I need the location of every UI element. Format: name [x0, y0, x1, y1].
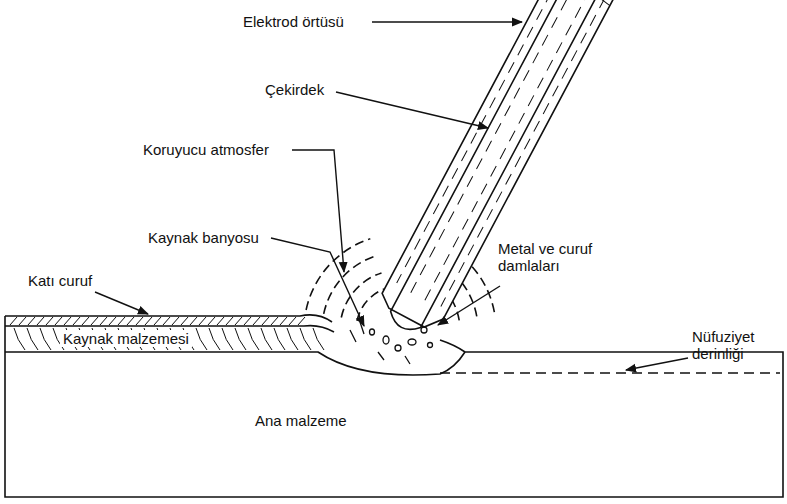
hatch-stroke — [145, 317, 152, 325]
hatch-stroke — [226, 317, 233, 325]
droplet — [408, 339, 416, 345]
gas-arc — [341, 273, 381, 318]
droplet — [383, 336, 389, 344]
fusion-line — [5, 352, 465, 375]
hatch-stroke — [10, 317, 17, 325]
gas-arc — [324, 256, 376, 314]
hatch-stroke — [235, 317, 242, 325]
leader-line — [271, 238, 364, 326]
leader-line — [292, 150, 344, 272]
hatch-stroke — [274, 328, 285, 350]
hatch-stroke — [19, 317, 26, 325]
part-label: Çekirdek — [265, 81, 324, 98]
part-label: Ana malzeme — [255, 412, 347, 429]
hatch-stroke — [100, 317, 107, 325]
hatch-stroke — [244, 317, 251, 325]
hatch-stroke — [190, 317, 197, 325]
hatch-stroke — [248, 328, 259, 350]
droplet — [421, 327, 427, 333]
hatch-stroke — [208, 317, 215, 325]
leader-line — [372, 21, 522, 22]
droplet — [370, 329, 375, 335]
core-section — [552, 0, 615, 6]
hatch-stroke — [262, 317, 269, 325]
hatch-stroke — [73, 317, 80, 325]
part-label: Metal ve curuf damlaları — [498, 240, 616, 274]
part-label: Kaynak malzemesi — [60, 330, 192, 347]
part-label: Kaynak banyosu — [148, 229, 259, 246]
leader-line — [626, 358, 688, 370]
part-label: Koruyucu atmosfer — [143, 141, 269, 158]
base-plate — [5, 316, 783, 497]
hatch-stroke — [55, 317, 62, 325]
leader-line — [336, 92, 488, 128]
hatch-stroke — [27, 328, 38, 350]
electrode-coating — [377, 0, 626, 333]
hatch-stroke — [64, 317, 71, 325]
electrode — [372, 0, 626, 343]
hatch-stroke — [181, 317, 188, 325]
hatch-stroke — [209, 328, 220, 350]
hatch-stroke — [287, 328, 298, 350]
hatch-stroke — [127, 317, 134, 325]
hatch-stroke — [217, 317, 224, 325]
leader-line — [95, 292, 148, 314]
hatch-stroke — [82, 317, 89, 325]
part-label: Katı curuf — [28, 272, 92, 289]
hatch-stroke — [313, 328, 324, 350]
droplet — [395, 345, 401, 351]
pool-strokes — [350, 322, 410, 364]
hatch-stroke — [37, 317, 44, 325]
hatch-stroke — [91, 317, 98, 325]
leader-line — [438, 286, 500, 325]
hatch-stroke — [298, 317, 305, 325]
hatch-stroke — [271, 317, 278, 325]
droplet — [428, 343, 433, 348]
hatch-stroke — [154, 317, 161, 325]
hatch-stroke — [222, 328, 233, 350]
slag-hatch — [10, 317, 305, 325]
hatch-stroke — [28, 317, 35, 325]
hatch-stroke — [14, 328, 25, 350]
hatch-stroke — [300, 328, 311, 350]
hatch-stroke — [46, 317, 53, 325]
hatch-stroke — [235, 328, 246, 350]
bead-hatch — [14, 328, 324, 350]
gas-arc — [306, 239, 370, 310]
illustration-part — [5, 0, 783, 497]
pool-surface — [440, 340, 465, 352]
hatch-stroke — [163, 317, 170, 325]
leader-lines — [95, 22, 688, 370]
hatch-stroke — [118, 317, 125, 325]
part-label: Elektrod örtüsü — [243, 13, 344, 30]
hatch-stroke — [40, 328, 51, 350]
hatch-stroke — [136, 317, 143, 325]
hatch-stroke — [261, 328, 272, 350]
hatch-stroke — [196, 328, 207, 350]
droplets — [350, 322, 433, 364]
hatch-stroke — [172, 317, 179, 325]
hatch-stroke — [109, 317, 116, 325]
hatch-stroke — [199, 317, 206, 325]
hatch-stroke — [289, 317, 296, 325]
hatch-stroke — [253, 317, 260, 325]
penetration-line — [440, 372, 780, 374]
electrode-core — [386, 0, 612, 335]
part-label: Nüfuziyet derinliği — [692, 328, 780, 362]
hatch-stroke — [280, 317, 287, 325]
